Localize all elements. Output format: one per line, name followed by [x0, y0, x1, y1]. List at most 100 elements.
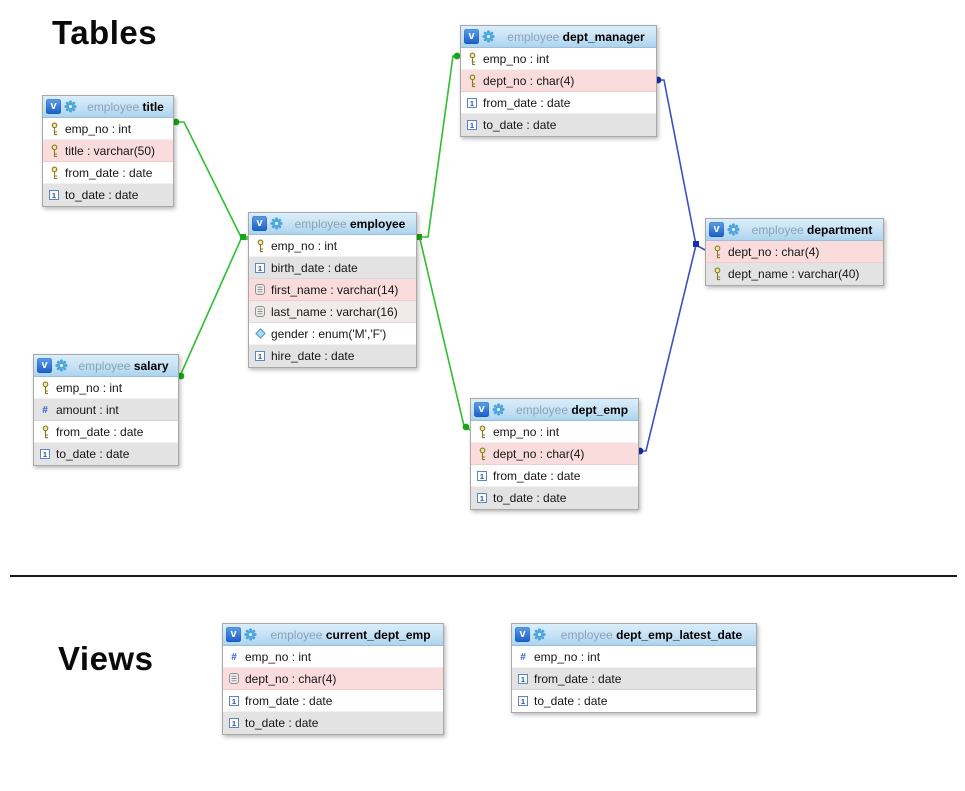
gear-icon — [727, 223, 740, 236]
date-icon: 1 — [476, 470, 488, 481]
collapse-toggle[interactable]: v — [46, 99, 61, 114]
collapse-toggle[interactable]: v — [37, 358, 52, 373]
column-text: last_name : varchar(16) — [271, 304, 398, 319]
column-row: # emp_no : int — [223, 646, 443, 668]
int-icon: # — [39, 404, 51, 415]
column-text: emp_no : int — [534, 649, 601, 664]
column-text: title : varchar(50) — [65, 143, 156, 158]
svg-text:1: 1 — [470, 121, 474, 130]
collapse-toggle[interactable]: v — [464, 29, 479, 44]
int-icon: # — [517, 651, 529, 662]
column-text: emp_no : int — [245, 649, 312, 664]
column-row: title : varchar(50) — [43, 140, 173, 162]
column-row: from_date : date — [43, 162, 173, 184]
date-icon: 1 — [466, 120, 478, 130]
svg-text:1: 1 — [480, 494, 484, 503]
date-icon: 1 — [517, 673, 529, 684]
key-icon — [254, 239, 266, 253]
relation-dept_manager-department[interactable] — [654, 76, 706, 251]
relation-salary-employee[interactable] — [177, 234, 248, 380]
relation-dept_emp-department[interactable] — [636, 241, 699, 455]
svg-text:1: 1 — [232, 696, 236, 705]
date-icon: 1 — [48, 190, 60, 200]
svg-text:#: # — [42, 405, 48, 415]
table-name: salary — [133, 358, 169, 373]
table-name: title — [142, 99, 164, 114]
int-icon: # — [228, 651, 240, 662]
collapse-toggle[interactable]: v — [474, 402, 489, 417]
column-text: to_date : date — [483, 118, 557, 132]
svg-text:#: # — [231, 652, 237, 662]
column-text: from_date : date — [483, 95, 571, 110]
table-name: department — [807, 222, 873, 237]
column-text: from_date : date — [245, 693, 333, 708]
text-icon — [254, 306, 266, 317]
relation-employee-dept_manager[interactable] — [416, 52, 461, 240]
key-icon — [466, 52, 478, 66]
collapse-toggle[interactable]: v — [252, 216, 267, 231]
svg-text:#: # — [520, 652, 526, 662]
schema-name: employee — [270, 627, 323, 642]
gear-icon — [482, 30, 495, 43]
schema-name: employee — [294, 216, 347, 231]
gear-icon — [244, 628, 257, 641]
column-row: first_name : varchar(14) — [249, 279, 416, 301]
date-icon: 1 — [228, 695, 240, 706]
date-icon: 1 — [39, 449, 51, 459]
key-icon — [39, 425, 51, 439]
column-text: gender : enum('M','F') — [271, 326, 387, 341]
column-text: dept_no : char(4) — [728, 244, 820, 259]
column-row: 1 from_date : date — [223, 690, 443, 712]
column-text: first_name : varchar(14) — [271, 282, 399, 297]
key-icon — [48, 144, 60, 158]
column-row: emp_no : int — [461, 48, 656, 70]
column-text: from_date : date — [56, 424, 144, 439]
column-row: 1 from_date : date — [461, 92, 656, 114]
svg-text:1: 1 — [258, 352, 262, 361]
collapse-toggle[interactable]: v — [515, 627, 530, 642]
column-text: to_date : date — [534, 694, 608, 708]
collapse-toggle[interactable]: v — [709, 222, 724, 237]
column-text: emp_no : int — [483, 51, 550, 66]
column-row: 1 hire_date : date — [249, 345, 416, 367]
column-row: emp_no : int — [34, 377, 178, 399]
relation-title-employee[interactable] — [172, 118, 248, 238]
column-text: hire_date : date — [271, 349, 355, 363]
text-icon — [254, 284, 266, 295]
column-text: to_date : date — [245, 716, 319, 730]
key-icon — [711, 245, 723, 259]
column-text: from_date : date — [493, 468, 581, 483]
svg-text:1: 1 — [43, 450, 47, 459]
gear-icon — [492, 403, 505, 416]
key-icon — [476, 425, 488, 439]
date-icon: 1 — [476, 493, 488, 503]
column-row: emp_no : int — [471, 421, 638, 443]
column-text: to_date : date — [65, 188, 139, 202]
collapse-toggle[interactable]: v — [226, 627, 241, 642]
gear-icon — [64, 100, 77, 113]
key-icon — [48, 122, 60, 136]
views-section-heading: Views — [58, 640, 154, 677]
relation-employee-dept_emp[interactable] — [419, 238, 471, 431]
column-row: #amount : int — [34, 399, 178, 421]
svg-text:1: 1 — [470, 98, 474, 107]
